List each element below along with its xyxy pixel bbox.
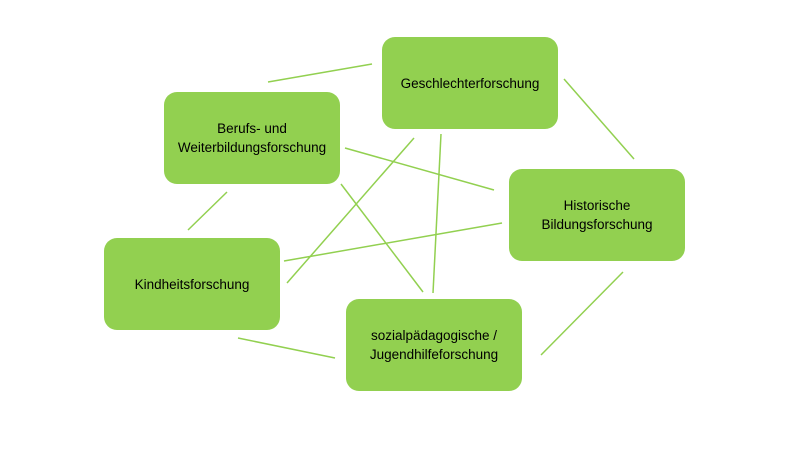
connector-kindheits-sozial (237, 337, 336, 359)
node-kindheitsforschung: Kindheitsforschung (104, 238, 280, 330)
connector-historische-sozial (540, 271, 624, 356)
connector-historische-kindheits (283, 222, 503, 262)
node-label-historische-bildungsforschung: Historische Bildungsforschung (541, 198, 653, 232)
node-geschlechterforschung: Geschlechterforschung (382, 37, 558, 129)
node-label-sozialpaedagogische-jugendhilfeforschung: sozialpädagogische / Jugendhilfeforschun… (369, 328, 499, 362)
node-historische-bildungsforschung: Historische Bildungsforschung (509, 169, 685, 261)
connector-geschlechter-historische (563, 78, 635, 160)
connector-berufs-kindheits (187, 191, 228, 231)
node-label-berufs-weiterbildungsforschung: Berufs- und Weiterbildungsforschung (177, 121, 327, 155)
node-label-kindheitsforschung: Kindheitsforschung (134, 276, 250, 292)
connector-geschlechter-sozial (432, 133, 442, 294)
connector-berufs-historische (344, 147, 495, 191)
node-label-geschlechterforschung: Geschlechterforschung (400, 75, 540, 91)
connector-berufs-geschlechter (267, 63, 373, 83)
node-berufs-weiterbildungsforschung: Berufs- und Weiterbildungsforschung (164, 92, 340, 184)
connector-berufs-sozial (340, 183, 424, 293)
node-sozialpaedagogische-jugendhilfeforschung: sozialpädagogische / Jugendhilfeforschun… (346, 299, 522, 391)
connector-geschlechter-kindheits (286, 137, 415, 284)
